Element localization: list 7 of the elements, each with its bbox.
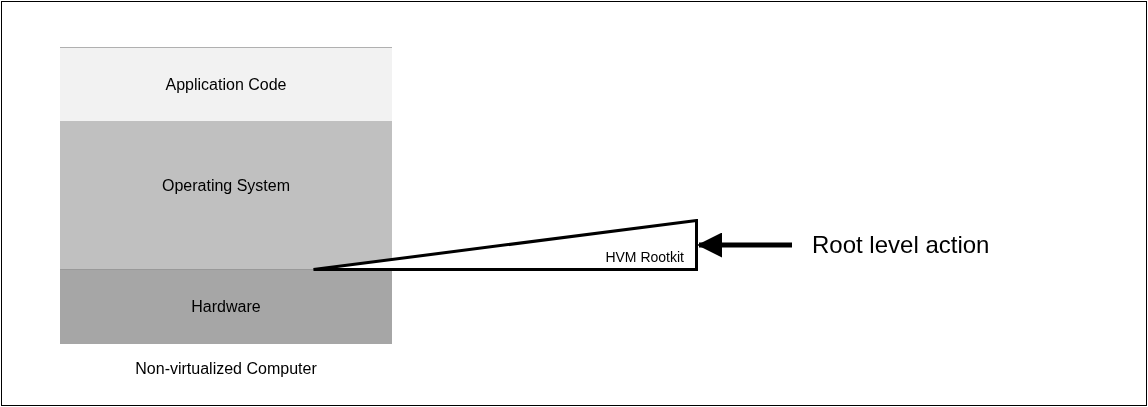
layer-box: Hardware: [60, 269, 392, 344]
arrow: [697, 232, 792, 258]
annotation-text: Root level action: [812, 228, 1052, 262]
wedge-shape: HVM Rootkit: [312, 219, 698, 271]
caption-text: Non-virtualized Computer: [134, 360, 318, 378]
layer-box: Application Code: [60, 47, 392, 121]
layer-box: Operating System: [60, 121, 392, 269]
